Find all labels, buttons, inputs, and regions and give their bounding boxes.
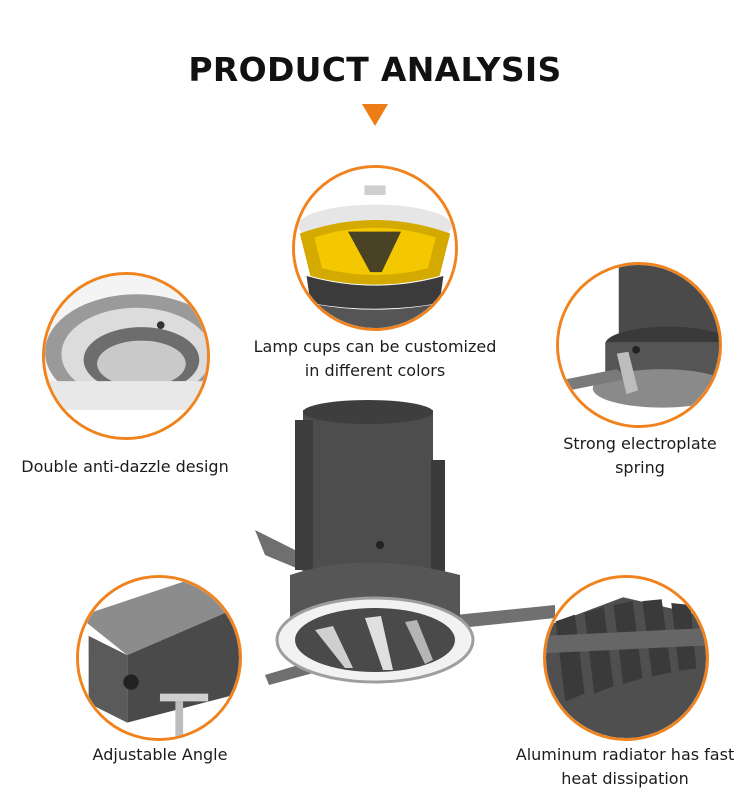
spring-caption-line1: Strong electroplate — [563, 434, 717, 453]
lamp-cups-caption-line1: Lamp cups can be customized — [253, 337, 497, 356]
anti-dazzle-caption-line1: Double anti-dazzle design — [21, 457, 229, 476]
radiator-detail-image — [543, 575, 709, 741]
anti-dazzle-caption: Double anti-dazzle design — [10, 455, 240, 479]
radiator-caption-line2: heat dissipation — [561, 769, 689, 788]
radiator-caption: Aluminum radiator has fast heat dissipat… — [500, 743, 750, 791]
spring-caption-line2: spring — [615, 458, 665, 477]
anti-dazzle-detail-image — [42, 272, 210, 440]
lamp-cup-detail-image — [292, 165, 458, 331]
down-arrow-icon — [362, 104, 388, 126]
main-product-image — [255, 390, 555, 690]
spring-caption: Strong electroplate spring — [540, 432, 740, 480]
adjustable-angle-detail-image — [76, 575, 242, 741]
lamp-cups-caption-line2: in different colors — [304, 361, 446, 380]
radiator-caption-line1: Aluminum radiator has fast — [515, 745, 735, 764]
lamp-cups-caption: Lamp cups can be customized in different… — [210, 335, 540, 383]
adjustable-angle-caption-line1: Adjustable Angle — [92, 745, 228, 764]
page-title: PRODUCT ANALYSIS — [188, 50, 562, 89]
adjustable-angle-caption: Adjustable Angle — [60, 743, 260, 767]
spring-detail-image — [556, 262, 722, 428]
